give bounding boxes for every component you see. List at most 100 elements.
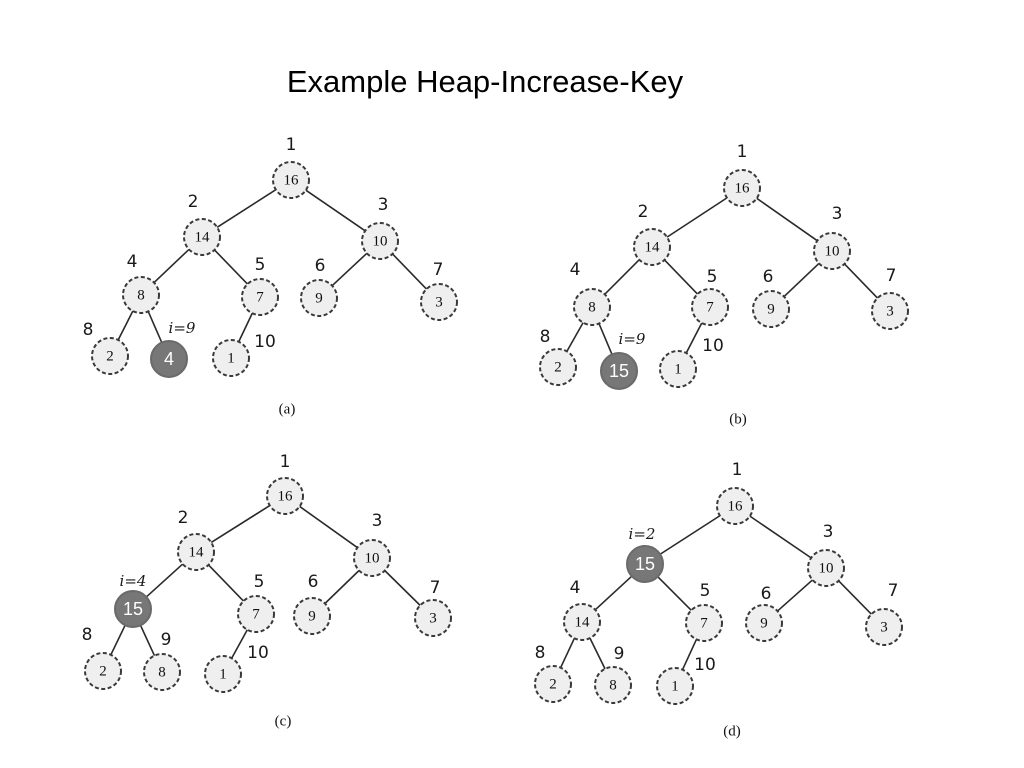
panel-caption: (a): [279, 401, 296, 417]
node-key: 8: [158, 664, 166, 680]
node-index-label: 2: [188, 192, 199, 212]
node-index-label: 4: [570, 260, 581, 280]
tree-edge: [659, 515, 721, 555]
heap-node: [241, 278, 279, 316]
tree-edge: [147, 311, 163, 343]
tree-edge: [681, 639, 698, 670]
tree-edge: [216, 189, 277, 228]
node-index-label: 5: [700, 581, 711, 601]
node-index-label: 2: [178, 508, 189, 528]
heap-node: [871, 292, 909, 330]
heap-node: [177, 533, 215, 571]
node-key: 2: [99, 663, 107, 679]
panel-caption: (b): [729, 411, 747, 427]
node-index-label: 5: [707, 267, 718, 287]
tree-edge: [749, 515, 812, 559]
tree-edge: [559, 637, 576, 669]
node-index-label: 9: [614, 644, 625, 664]
heap-node: [807, 549, 845, 587]
node-index-label: 1: [286, 135, 297, 155]
node-key: 8: [609, 677, 617, 693]
tree-edge: [666, 197, 728, 238]
heap-node: [813, 232, 851, 270]
heap-node: [659, 350, 697, 388]
heap-node: [143, 653, 181, 691]
tree-edge: [598, 323, 613, 355]
heap-node: [91, 337, 129, 375]
node-key: 14: [575, 614, 591, 630]
node-index-label: 2: [638, 202, 649, 222]
heap-node: [745, 604, 783, 642]
node-index-label: 7: [886, 266, 897, 286]
node-index-label: 7: [433, 260, 444, 280]
node-index-label: 4: [570, 578, 581, 598]
tree-edge: [238, 312, 253, 343]
heap-node: [752, 290, 790, 328]
tree-edge: [838, 580, 872, 615]
heap-node: [122, 276, 160, 314]
node-key: 15: [609, 361, 629, 381]
heap-node: [300, 279, 338, 317]
node-key: 2: [549, 676, 557, 692]
heap-node: [84, 652, 122, 690]
node-key: 10: [365, 550, 380, 566]
tree-edge: [331, 252, 368, 287]
node-key: 2: [106, 348, 114, 364]
tree-edge: [663, 259, 699, 295]
node-index-label: 1: [732, 460, 743, 480]
heap-node: [534, 665, 572, 703]
node-index-label: 6: [308, 572, 319, 592]
node-index-label: 10: [254, 332, 276, 352]
tree-edge: [384, 570, 421, 606]
node-key: 1: [674, 361, 682, 377]
node-index-label: 8: [535, 643, 546, 663]
tree-edge: [391, 253, 428, 290]
highlighted-node: [150, 340, 188, 378]
node-key: 3: [435, 294, 443, 310]
node-key: 14: [189, 544, 205, 560]
node-index-label: 9: [161, 630, 172, 650]
node-index-label: 3: [823, 522, 834, 542]
tree-edge: [843, 263, 879, 299]
tree-edge: [305, 189, 366, 232]
tree-edge: [783, 262, 820, 298]
node-index-label: 7: [888, 581, 899, 601]
tree-edge: [657, 576, 692, 611]
heap-node: [212, 339, 250, 377]
node-index-label: 6: [761, 584, 772, 604]
node-key: 3: [429, 610, 437, 626]
node-index-label: 6: [315, 256, 326, 276]
panel-caption: (c): [275, 713, 292, 729]
tree-edge: [145, 563, 184, 598]
node-key: 3: [886, 303, 894, 319]
heap-node: [293, 597, 331, 635]
highlighted-node: [600, 352, 638, 390]
i-pointer-label: i=9: [169, 319, 196, 337]
heap-node: [656, 667, 694, 705]
heap-node: [563, 603, 601, 641]
heap-node: [691, 288, 729, 326]
node-key: 16: [735, 180, 751, 196]
panel-caption: (d): [723, 723, 741, 739]
node-index-label: 10: [247, 643, 269, 663]
node-key: 10: [825, 243, 840, 259]
node-index-label: 4: [127, 252, 138, 272]
node-key: 2: [554, 359, 562, 375]
node-key: 10: [819, 560, 834, 576]
heap-node: [716, 487, 754, 525]
node-key: 8: [588, 299, 596, 315]
heap-node: [685, 604, 723, 642]
heap-node: [237, 595, 275, 633]
node-index-label: 8: [83, 320, 94, 340]
node-index-label: 8: [82, 625, 93, 645]
highlighted-node: [626, 545, 664, 583]
node-key: 9: [315, 290, 323, 306]
node-key: 9: [767, 301, 775, 317]
heap-node: [865, 608, 903, 646]
node-key: 1: [227, 350, 235, 366]
tree-edge: [324, 569, 360, 605]
node-key: 14: [645, 239, 661, 255]
